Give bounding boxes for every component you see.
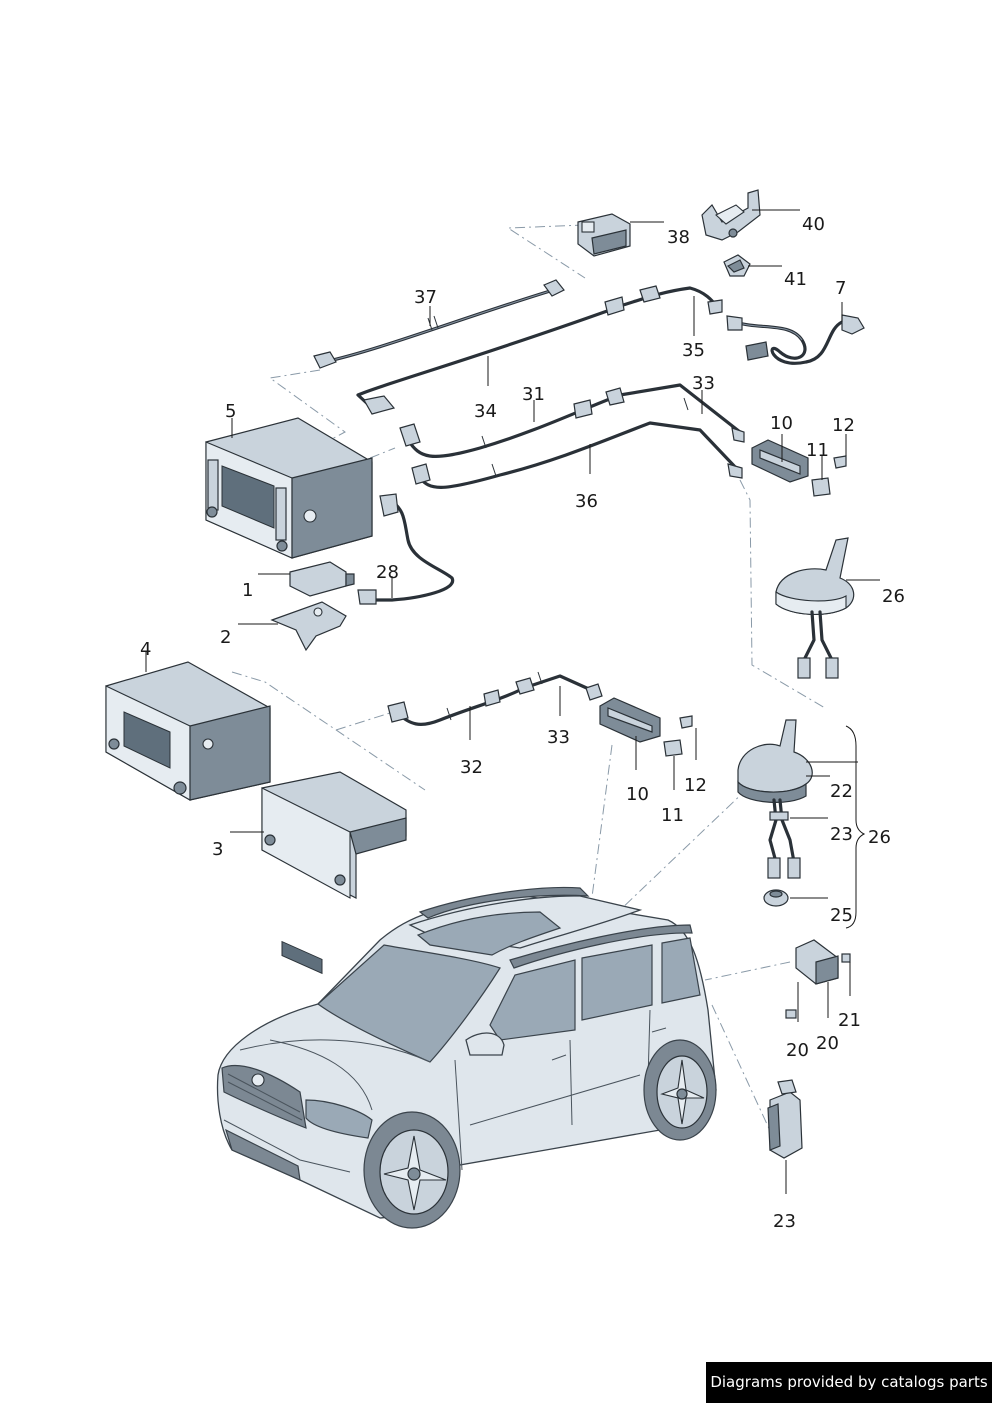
callout-1: 1 [242, 580, 253, 601]
callout-4: 4 [140, 639, 151, 660]
callout-12-lower: 12 [684, 775, 707, 796]
part-35-cable [356, 285, 723, 415]
callout-25: 22 [830, 781, 853, 802]
callout-34-lower: 33 [547, 727, 570, 748]
callout-labels: 38 40 41 7 37 35 34 31 33 36 10 12 11 5 … [140, 214, 905, 1232]
callout-31: 28 [376, 562, 399, 583]
callout-35: 34 [474, 401, 497, 422]
callout-10-upper: 10 [770, 413, 793, 434]
callout-20: 20 [816, 1033, 839, 1054]
part-7-cable [726, 314, 865, 365]
callout-23: 23 [773, 1211, 796, 1232]
part-2-bracket [270, 601, 347, 652]
callout-37: 36 [575, 491, 598, 512]
part-41-clip [723, 254, 751, 277]
callout-2: 2 [220, 627, 231, 648]
part-32-34-37-cables [399, 383, 745, 489]
callout-10-lower: 10 [626, 784, 649, 805]
part-39-connector-module [577, 213, 631, 257]
attribution-banner: Diagrams provided by catalogs parts [706, 1362, 992, 1403]
callout-3: 3 [212, 839, 223, 860]
callout-39: 38 [667, 227, 690, 248]
part-4-radio [105, 661, 271, 801]
callout-33: 32 [460, 757, 483, 778]
part-10-11-12-lower [599, 697, 693, 757]
part-40-bracket [701, 189, 761, 241]
part-20-21-22-module [785, 939, 851, 1019]
callout-32: 31 [522, 384, 545, 405]
callout-11-lower: 11 [661, 805, 684, 826]
part-33-34-lower-cables [387, 671, 603, 727]
callout-34-upper: 33 [692, 373, 715, 394]
vehicle-illustration [216, 886, 717, 1229]
callout-28-lower: 26 [868, 827, 891, 848]
leader-lines [145, 209, 880, 1194]
callout-11-upper: 11 [806, 440, 829, 461]
callout-21: 20 [786, 1040, 809, 1061]
dash-dot-lines [231, 224, 826, 1149]
callout-36: 35 [682, 340, 705, 361]
part-25-26-27-antenna-assembly [737, 719, 813, 907]
callout-12-upper: 12 [832, 415, 855, 436]
callout-26: 23 [830, 824, 853, 845]
part-28-antenna [775, 537, 855, 679]
part-23-module [767, 1079, 803, 1159]
part-31-cable-and-part-1-module [289, 493, 455, 605]
callout-5: 5 [225, 401, 236, 422]
callout-7: 7 [835, 278, 846, 299]
part-10-11-12-upper [751, 439, 847, 497]
callout-28-upper: 26 [882, 586, 905, 607]
callout-40: 40 [802, 214, 825, 235]
part-3-radio [261, 771, 407, 975]
callout-38: 37 [414, 287, 437, 308]
callout-41: 41 [784, 269, 807, 290]
part-38-cable [313, 279, 565, 369]
part-5-head-unit [205, 417, 373, 559]
callout-27: 25 [830, 905, 853, 926]
callout-22: 21 [838, 1010, 861, 1031]
